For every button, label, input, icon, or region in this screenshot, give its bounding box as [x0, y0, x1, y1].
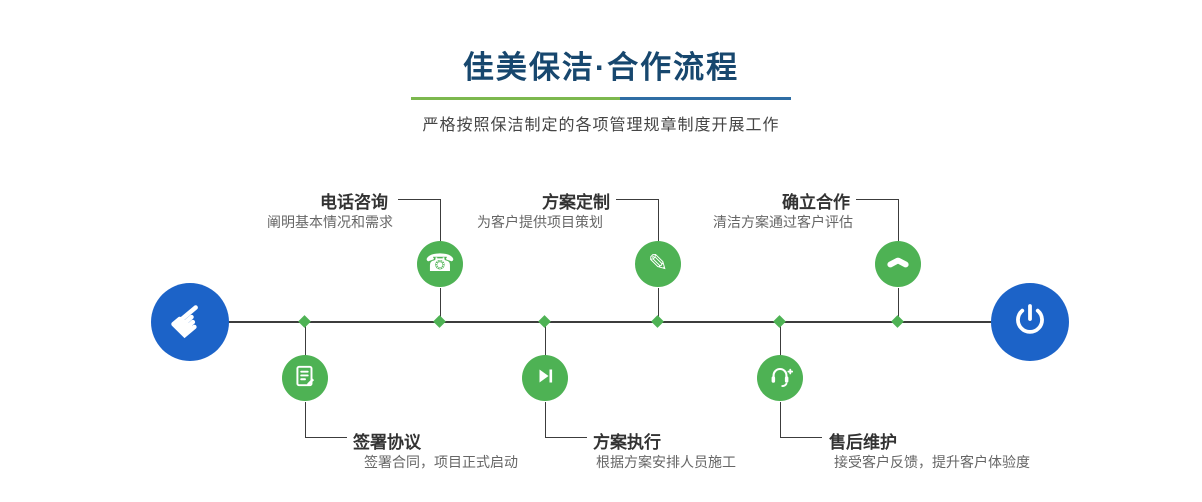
timeline-line [190, 321, 1030, 323]
play-icon [533, 364, 557, 393]
step-circle-headset [757, 355, 803, 401]
timeline-node-diamond [891, 315, 904, 328]
connector [658, 200, 659, 243]
headset-icon [766, 362, 794, 395]
connector [440, 288, 441, 322]
connector [545, 323, 546, 356]
step-circle-phone: ☎ [417, 241, 463, 287]
connector [780, 437, 822, 438]
connector [305, 437, 347, 438]
connector [305, 323, 306, 356]
step-title: 签署协议 [353, 433, 421, 452]
connector [780, 323, 781, 356]
timeline-node-diamond [298, 315, 311, 328]
timeline-node-diamond [538, 315, 551, 328]
timeline-start-circle: ☛ [151, 283, 229, 361]
divider-blue-segment [620, 97, 791, 100]
step-circle-pencil: ✎ [635, 241, 681, 287]
contract-icon [292, 363, 318, 394]
divider-green-segment [411, 97, 620, 100]
step-desc: 根据方案安排人员施工 [596, 454, 736, 470]
connector [658, 288, 659, 322]
connector [780, 402, 781, 438]
connector [305, 402, 306, 438]
step-desc: 接受客户反馈，提升客户体验度 [834, 454, 1030, 470]
connector [898, 288, 899, 322]
step-title: 方案定制 [542, 193, 610, 212]
step-desc: 为客户提供项目策划 [477, 214, 603, 230]
handshake-icon [884, 248, 912, 281]
step-title: 电话咨询 [320, 193, 388, 212]
connector [398, 199, 441, 200]
connector [545, 437, 587, 438]
step-title: 确立合作 [782, 193, 850, 212]
page-subtitle: 严格按照保洁制定的各项管理规章制度开展工作 [422, 117, 780, 134]
phone-icon: ☎ [425, 250, 455, 277]
hand-pointer-icon: ☛ [158, 290, 221, 354]
step-circle-handshake [875, 241, 921, 287]
page-title: 佳美保洁·合作流程 [462, 50, 740, 85]
step-circle-contract [282, 355, 328, 401]
step-title: 方案执行 [593, 433, 661, 452]
title-divider [411, 97, 791, 100]
connector [898, 200, 899, 243]
timeline-node-diamond [651, 315, 664, 328]
power-icon [1011, 301, 1049, 344]
step-desc: 清洁方案通过客户评估 [713, 214, 853, 230]
connector [440, 200, 441, 243]
connector [616, 199, 659, 200]
connector [856, 199, 899, 200]
timeline-node-diamond [773, 315, 786, 328]
step-desc: 签署合同，项目正式启动 [364, 454, 518, 470]
step-circle-play [522, 355, 568, 401]
connector [545, 402, 546, 438]
step-desc: 阐明基本情况和需求 [267, 214, 393, 230]
timeline-end-circle [991, 283, 1069, 361]
pencil-icon: ✎ [647, 250, 669, 277]
step-title: 售后维护 [829, 433, 897, 452]
timeline-node-diamond [433, 315, 446, 328]
